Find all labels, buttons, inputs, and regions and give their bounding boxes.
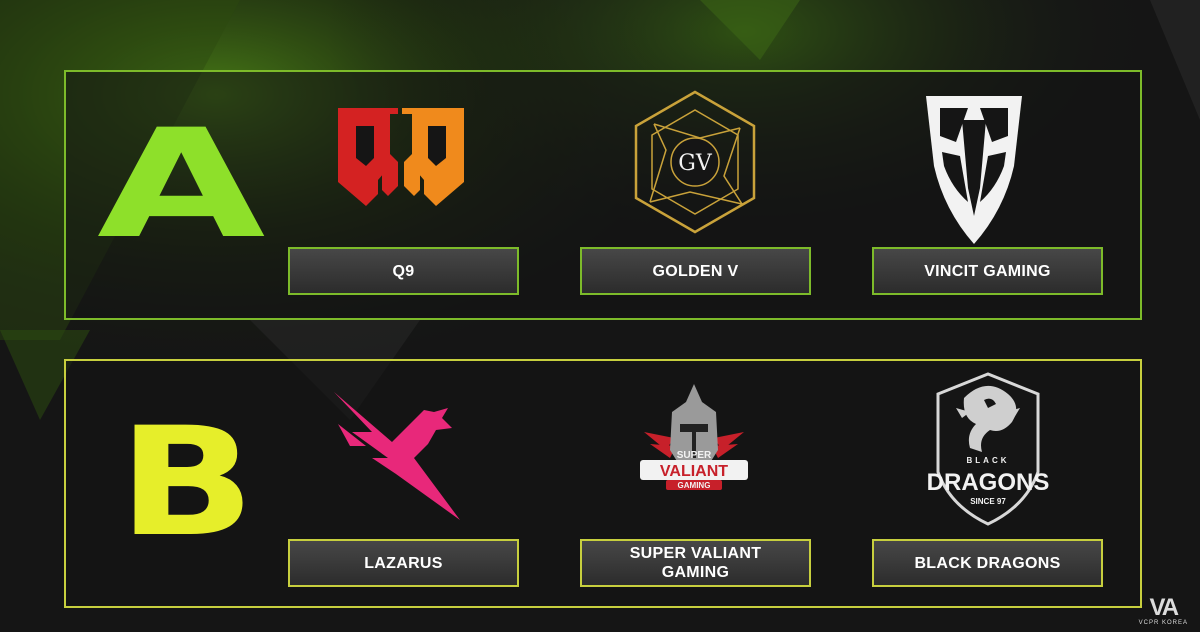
black-dragons-logo-icon: BLACK DRAGONS SINCE 97 (927, 372, 1050, 526)
watermark-mark: VA (1149, 594, 1180, 621)
super-valiant-logo-text-gaming: GAMING (678, 481, 711, 490)
black-dragons-logo-text-dragons: DRAGONS (927, 469, 1050, 496)
watermark-text: VCPR KOREA (1138, 620, 1188, 626)
group-a-letter: A (97, 98, 265, 272)
super-valiant-logo-text-valiant: VALIANT (660, 463, 728, 480)
team-plate-super-valiant-gaming-label: SUPER VALIANT GAMING (629, 545, 762, 581)
golden-v-logo-text: GV (678, 151, 713, 176)
vcpr-korea-logo-icon: VA VCPR KOREA (1138, 594, 1188, 627)
lazarus-logo-icon (334, 392, 460, 520)
team-plate-lazarus: LAZARUS (288, 539, 519, 587)
group-b-letter: B (118, 396, 255, 570)
golden-v-logo-icon: GV (634, 90, 756, 234)
black-dragons-logo-text-black: BLACK (967, 456, 1010, 465)
team-plate-golden-v: GOLDEN V (580, 247, 811, 295)
team-plate-super-valiant-gaming: SUPER VALIANT GAMING (580, 539, 811, 587)
team-plate-q9: Q9 (288, 247, 519, 295)
vincit-gaming-logo-icon (926, 96, 1022, 244)
super-valiant-logo-text-super: SUPER (677, 450, 712, 461)
team-plate-black-dragons: BLACK DRAGONS (872, 539, 1103, 587)
super-valiant-gaming-logo-icon: SUPER VALIANT GAMING (640, 384, 748, 490)
q9-logo-icon (338, 108, 464, 206)
black-dragons-logo-text-since: SINCE 97 (970, 497, 1006, 506)
team-plate-vincit-gaming: VINCIT GAMING (872, 247, 1103, 295)
